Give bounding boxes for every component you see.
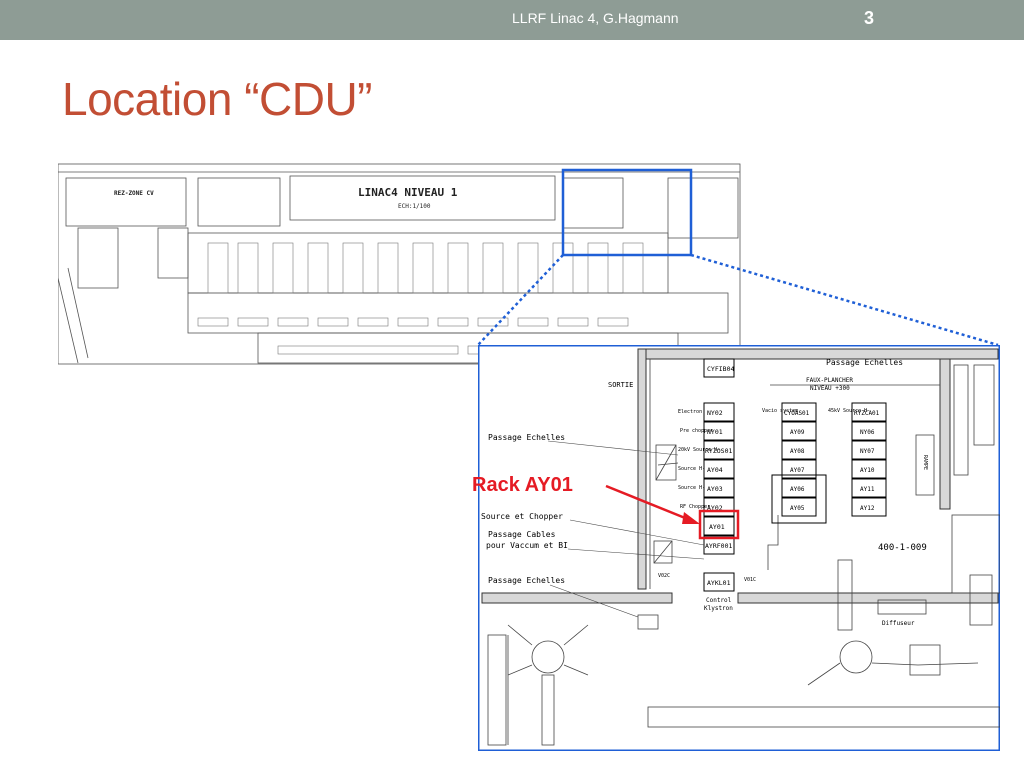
rack-ayrf001: AYRF001 [705,542,732,550]
rack-cyoas01: CYOAS01 [784,410,810,417]
label-passage-cables-2: pour Vaccum et BI [486,541,568,550]
label-passage-echelles-2: Passage Echelles [488,576,565,585]
label-rampe: RAMPE [922,455,928,470]
label-room-number: 400-1-009 [878,543,927,553]
rack-ay06: AY06 [790,486,805,493]
slide-header-bar: LLRF Linac 4, G.Hagmann 3 [0,0,1024,40]
overview-plan-scale: ECH:1/100 [398,203,431,210]
rack-ay10: AY10 [860,467,875,474]
label-v02c: V02C [658,573,670,579]
label-source-chopper: Source et Chopper [481,512,563,521]
rack-ryzos01: RYZOS01 [705,447,732,455]
label-diffuseur: Diffuseur [882,620,915,627]
rack-ny07: NY07 [860,448,875,455]
side-label-6: RF Chopper [680,504,710,510]
overview-plan-title: LINAC4 NIVEAU 1 [358,186,458,199]
rack-ay05: AY05 [790,505,805,512]
label-control-2: Klystron [704,605,733,612]
rack-ay07: AY07 [790,467,805,474]
label-faux-plancher-1: FAUX-PLANCHER [806,377,853,384]
side-label-5: Source H- [678,485,705,491]
label-passage-cables-1: Passage Cables [488,530,556,539]
rack-ay12: AY12 [860,505,875,512]
label-sortie: SORTIE [608,381,633,389]
rack-ny06: NY06 [860,429,875,436]
side-label-4: Source H- [678,466,705,472]
zoom-line-right [690,253,999,347]
rack-aykl01: AYKL01 [707,579,731,587]
rack-ny02: NY02 [707,409,723,417]
rack-ay09: AY09 [790,429,805,436]
zoom-line-left [477,254,564,346]
rack-ay08: AY08 [790,448,805,455]
side-label-3: 20kV Source H- [678,447,720,453]
label-v01c: V01C [744,577,756,583]
rack-ay11: AY11 [860,486,875,493]
overview-zone-label: REZ-ZONE CV [114,190,154,197]
slide-number: 3 [864,8,875,28]
label-control-1: Control [706,597,732,604]
col3-side-label: 45kV Source H- [828,408,870,414]
side-label-1: Electron [678,409,702,415]
label-faux-plancher-2: NIVEAU +300 [810,385,850,392]
detail-floor-plan: CYFIB04 NY02 NY01 RYZOS01 AY04 AY03 AY02… [478,345,1000,751]
label-passage-echelles-top: Passage Echelles [826,358,903,367]
rack-ay04: AY04 [707,466,723,474]
overview-floor-plan: LINAC4 NIVEAU 1 ECH:1/100 REZ-ZONE CV [58,163,741,365]
rack-ryzca01: RYZCA01 [854,410,880,417]
overview-highlight-box [561,168,693,257]
side-label-2: Pre chopper [680,428,713,434]
rack-cyfib04: CYFIB04 [707,365,734,373]
rack-ay01: AY01 [709,523,725,531]
rack-ny01: NY01 [707,428,723,436]
footer-text: LLRF Linac 4, G.Hagmann [512,10,679,26]
slide-title: Location “CDU” [62,73,373,125]
rack-ay03: AY03 [707,485,723,493]
rack-ay02: AY02 [707,504,723,512]
col2-side-label: Vacio system [762,408,798,414]
label-passage-echelles-1: Passage Echelles [488,433,565,442]
